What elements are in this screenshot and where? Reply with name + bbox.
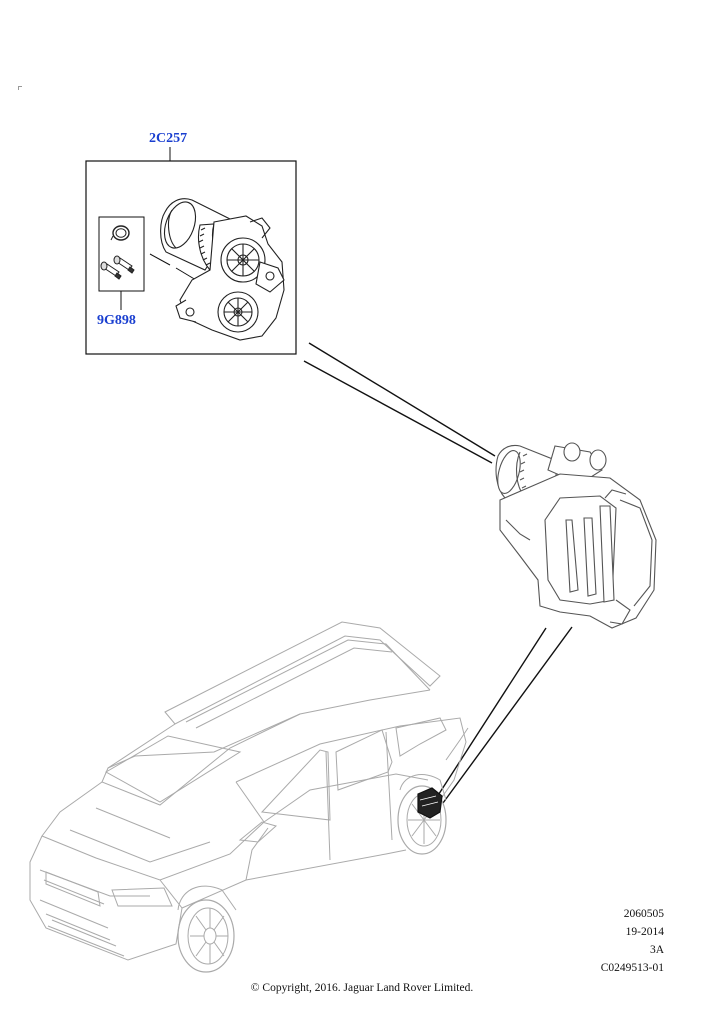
corner-mark	[18, 86, 22, 90]
o-ring-seal-icon	[110, 225, 130, 241]
kit-subbox	[98, 216, 145, 310]
brake-caliper-assembly-icon	[495, 442, 657, 629]
vehicle-suv-icon	[29, 621, 469, 973]
part-number-9g898[interactable]: 9G898	[97, 313, 136, 328]
copyright-notice: © Copyright, 2016. Jaguar Land Rover Lim…	[250, 982, 474, 994]
callout-box	[85, 147, 297, 355]
reference-code-3: 3A	[649, 944, 664, 956]
bolt-pair-icon	[100, 255, 135, 280]
caliper-location-highlight	[417, 787, 443, 819]
reference-code-1: 2060505	[623, 908, 664, 920]
brake-caliper-motor-icon	[160, 198, 285, 341]
reference-code-4: C0249513-01	[600, 962, 664, 974]
part-number-2c257[interactable]: 2C257	[149, 131, 188, 146]
reference-code-2: 19-2014	[625, 926, 664, 938]
